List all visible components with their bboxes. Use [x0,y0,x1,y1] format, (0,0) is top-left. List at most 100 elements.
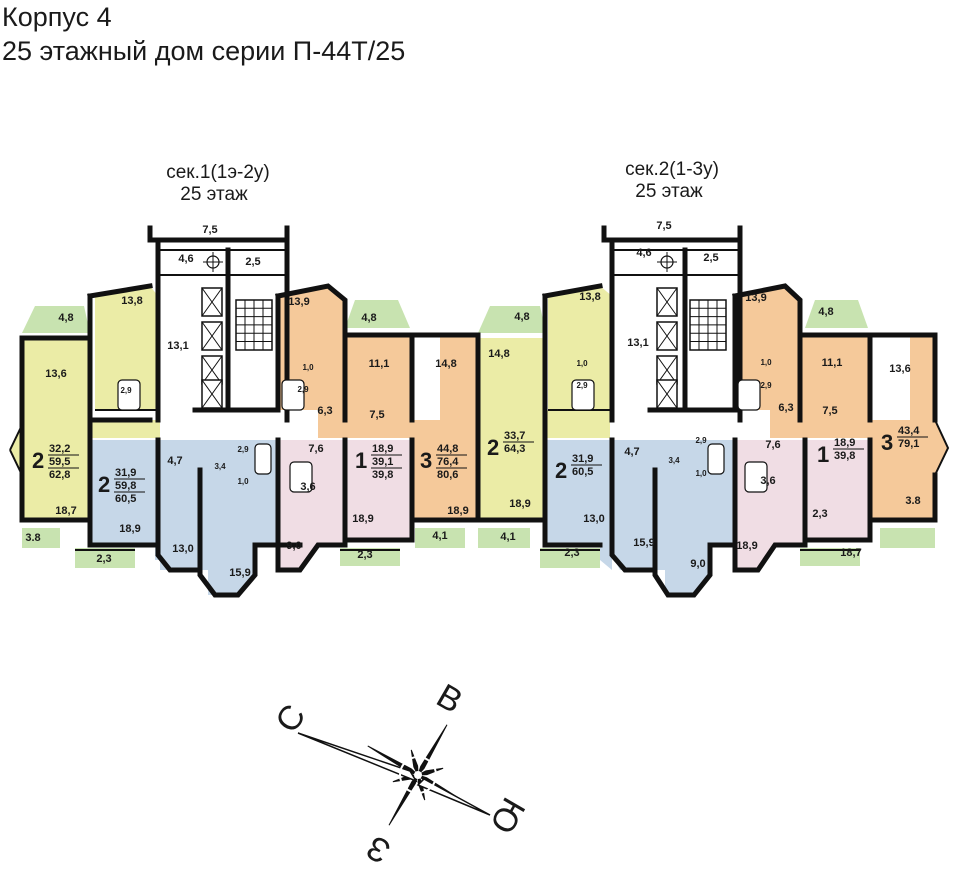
room-area-label: 2,5 [703,252,718,264]
compass-letter-west: З [360,828,397,871]
room-area-label: 4,1 [432,530,447,542]
room-area-label: 13,0 [172,543,193,555]
apartment-total-area: 39,8 [372,469,393,481]
wall [147,225,290,243]
room-area-label: 3.8 [25,532,40,544]
apartment-room-count: 2 [32,448,44,473]
room-area-label: 2,3 [96,553,111,565]
apartment-room-count: 2 [487,435,499,460]
wall [601,225,743,243]
room-area-label: 1,0 [302,363,314,372]
zone-balcony [478,528,530,548]
room-area-label: 7,5 [202,224,217,236]
apartment-living-area: 18,9 [372,443,393,455]
room-area-label: 15,9 [229,567,250,579]
compass-letter-north: С [268,698,313,740]
room-area-label: 3,4 [668,456,680,465]
bathtub-icon [281,379,305,411]
room-area-label: 1,0 [760,358,772,367]
room-area-label: 9,0 [690,558,705,570]
ventilation-cross [203,252,223,272]
zone-balcony [805,300,868,328]
ventilation-cross [657,252,677,272]
bathtub-icon [707,443,725,475]
apartment-room-count: 2 [98,472,110,497]
elevator-cross [656,321,678,351]
wall [275,283,348,423]
wall [652,467,738,598]
room-area-label: 13,1 [627,337,648,349]
room-area-label: 4,7 [167,455,182,467]
apartment-area-area: 59,5 [49,456,70,468]
apartment-living-area: 31,9 [115,467,136,479]
room-area-label: 13,8 [579,291,600,303]
room-area-label: 18,9 [119,523,140,535]
room-area-label: 2,3 [564,547,579,559]
wall [87,283,153,299]
zone-balcony [22,528,60,548]
apartment-room-count: 1 [817,442,829,467]
room-area-label: 11,1 [369,358,390,370]
elevator-cross [656,287,678,317]
zone-balcony [540,548,600,568]
room-area-label: 18,7 [840,547,861,559]
apartment-total-area: 60,5 [115,493,136,505]
zone-balcony [800,548,860,566]
bathtub-icon [254,443,272,475]
compass-needle-south [416,778,491,816]
apartment-living-area: 44,8 [437,443,458,455]
wall [732,437,808,573]
room-area-label: 15,9 [633,537,654,549]
room-area-label: 14,8 [435,358,456,370]
apartment-total-area: 39,8 [834,450,855,462]
apartment-total-area: 64,3 [504,443,525,455]
room-area-label: 4,1 [500,531,515,543]
wall [542,283,603,299]
wall [732,283,803,423]
room-area-label: 7,5 [369,409,384,421]
wall [475,335,548,523]
wall-thin [9,449,23,476]
room-area-label: 13,1 [167,340,188,352]
room-area-label: 4,6 [636,247,651,259]
room-area-label: 18,9 [352,513,373,525]
zone-two_room_yellow [10,338,160,520]
room-area-label: 2,3 [812,508,827,520]
room-area-label: 1,0 [576,359,588,368]
zone-balcony [340,548,400,566]
zone-balcony [22,306,90,333]
elevator-cross [201,287,223,317]
room-area-label: 7,6 [765,439,780,451]
room-area-label: 13,6 [889,363,910,375]
room-area-label: 4,6 [178,253,193,265]
section-1-label-bottom: 25 этаж [180,184,248,205]
room-area-label: 3.8 [905,495,920,507]
room-area-label: 2,3 [357,549,372,561]
zone-balcony [478,306,546,333]
zone-two_room_yellow [548,286,612,410]
zone-balcony [345,300,410,328]
room-area-label: 18,9 [447,505,468,517]
compass-letter-east: В [430,677,469,721]
room-area-label: 4,7 [624,446,639,458]
room-area-label: 6,3 [317,405,332,417]
apartment-total-area: 80,6 [437,469,458,481]
room-area-label: 7,5 [822,405,837,417]
room-area-label: 3,6 [760,475,775,487]
section-2-label-top: сек.2(1-3у) [625,159,719,180]
room-area-label: 4,8 [818,306,833,318]
room-area-label: 2,9 [297,385,309,394]
apartment-living-area: 32,2 [49,443,70,455]
section-1-label: сек.1(1э-2у) 25 этаж [150,162,286,206]
room-area-label: 11,1 [822,357,843,369]
zone-three_room [278,286,345,410]
room-area-label: 18,9 [509,498,530,510]
wall [542,437,603,548]
compass-needle-north [297,732,418,783]
